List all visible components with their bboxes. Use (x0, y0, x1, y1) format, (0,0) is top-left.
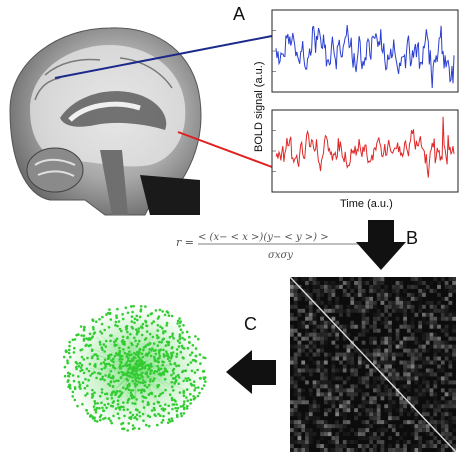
correlation-matrix (290, 277, 456, 452)
red-connector-line (177, 131, 273, 168)
blue-bold-signal-line (275, 24, 455, 89)
panel-label-a: A (233, 4, 245, 24)
formula-numerator: < (x− < x >)(y− < y >) > (198, 232, 329, 243)
correlation-formula: r = < (x− < x >)(y− < y >) > σxσy (176, 232, 362, 261)
plot-ticks (272, 30, 276, 172)
blue-connector-line (54, 35, 273, 79)
network-graph (62, 304, 207, 432)
x-axis-label: Time (a.u.) (340, 198, 393, 210)
correlation-matrix-diagonal (289, 276, 457, 453)
red-bold-signal-line (275, 116, 455, 178)
y-axis-label: BOLD signal (a.u.) (253, 62, 265, 152)
formula-lhs: r = (176, 236, 194, 249)
panel-label-b: B (406, 228, 418, 248)
red-signal-plot-frame (271, 109, 459, 193)
formula-denominator: σxσy (268, 250, 293, 261)
arrow-left-icon (226, 350, 276, 394)
panel-label-c: C (244, 314, 257, 334)
arrow-down-icon (356, 220, 406, 270)
